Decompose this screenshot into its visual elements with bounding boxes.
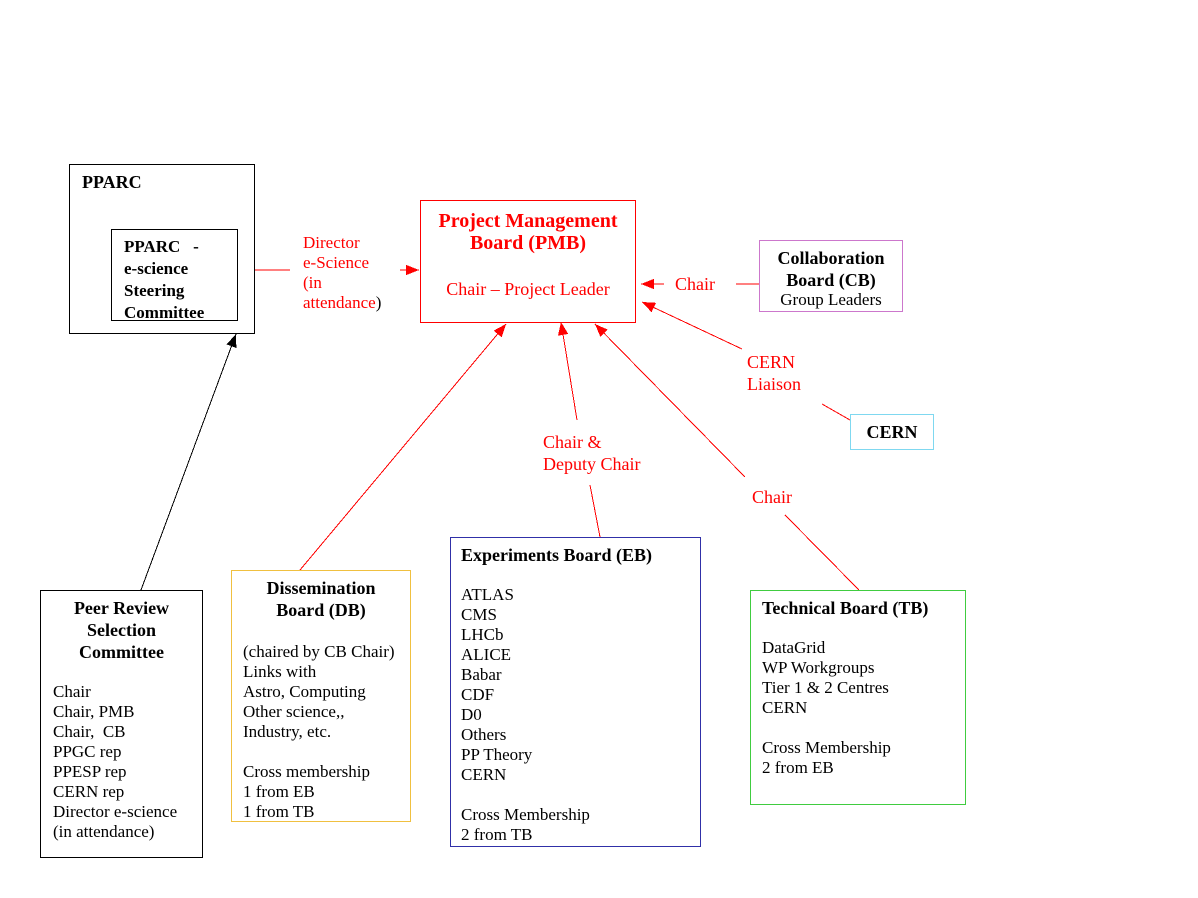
steering-committee-line: e-science xyxy=(124,259,189,278)
peer-review-title: Peer Review Selection Committee xyxy=(41,597,202,663)
director-label-line: (in xyxy=(303,273,322,292)
eb-cross-membership: 2 from TB xyxy=(461,825,533,844)
peer-review-member: Director e-science xyxy=(53,802,178,821)
tb-cross-membership: 2 from EB xyxy=(762,758,834,777)
eb-member: ATLAS xyxy=(461,585,514,604)
dissemination-board-title-line: Board (DB) xyxy=(276,600,366,620)
db-detail: Astro, Computing xyxy=(243,682,366,701)
dissemination-board-title: Dissemination Board (DB) xyxy=(232,577,410,621)
cern-liaison-label: CERN Liaison xyxy=(747,351,801,395)
steering-committee-text: PPARC - e-science Steering Committee xyxy=(124,236,204,324)
director-escience-label: Director e-Science (in attendance) xyxy=(303,233,381,313)
director-label-line: Director xyxy=(303,233,360,252)
eb-chair-label-line: Chair & xyxy=(543,432,602,452)
eb-member: LHCb xyxy=(461,625,504,644)
peer-review-member: Chair, PMB xyxy=(53,702,135,721)
tb-member: WP Workgroups xyxy=(762,658,875,677)
tb-member: DataGrid xyxy=(762,638,826,657)
pmb-box: Project Management Board (PMB) Chair – P… xyxy=(420,200,636,323)
eb-cross-membership: Cross Membership xyxy=(461,805,590,824)
cern-liaison-line xyxy=(821,403,851,421)
eb-member: D0 xyxy=(461,705,482,724)
tb-member: CERN xyxy=(762,698,808,717)
cb-chair-label: Chair xyxy=(675,274,715,294)
collaboration-board-title: Collaboration Board (CB) xyxy=(760,247,902,291)
pmb-chair: Chair – Project Leader xyxy=(446,279,610,299)
collaboration-board-title-line: Board (CB) xyxy=(786,270,876,290)
experiments-board-title: Experiments Board (EB) xyxy=(461,545,652,565)
eb-member: PP Theory xyxy=(461,745,533,764)
eb-arrow xyxy=(557,321,578,421)
peer-review-title-line: Committee xyxy=(79,642,164,662)
experiments-board-list: ATLAS CMS LHCb ALICE Babar CDF D0 Others… xyxy=(461,585,590,845)
eb-member: Babar xyxy=(461,665,502,684)
peer-review-arrow xyxy=(140,333,237,591)
cern-liaison-label-line: Liaison xyxy=(747,374,801,394)
dissemination-board-box: Dissemination Board (DB) (chaired by CB … xyxy=(231,570,411,822)
db-cross-membership: 1 from TB xyxy=(243,802,315,821)
peer-review-member: PPGC rep xyxy=(53,742,122,761)
pmb-title: Project Management Board (PMB) xyxy=(421,210,635,254)
steering-committee-line: Steering xyxy=(124,281,185,300)
pparc-title: PPARC xyxy=(82,172,142,192)
experiments-board-box: Experiments Board (EB) ATLAS CMS LHCb AL… xyxy=(450,537,701,847)
steering-committee-line: PPARC - xyxy=(124,237,199,256)
technical-board-box: Technical Board (TB) DataGrid WP Workgro… xyxy=(750,590,966,805)
eb-member: CDF xyxy=(461,685,495,704)
db-detail: Other science,, xyxy=(243,702,345,721)
steering-committee-line: Committee xyxy=(124,303,205,322)
peer-review-member: PPESP rep xyxy=(53,762,127,781)
peer-review-title-line: Peer Review xyxy=(73,598,170,618)
peer-review-list: Chair Chair, PMB Chair, CB PPGC rep PPES… xyxy=(53,682,177,842)
db-cross-membership: Cross membership xyxy=(243,762,371,781)
peer-review-member: Chair xyxy=(53,682,91,701)
db-detail: (chaired by CB Chair) xyxy=(243,642,395,661)
eb-member: CMS xyxy=(461,605,497,624)
pparc-box: PPARC PPARC - e-science Steering Committ… xyxy=(69,164,255,334)
tb-arrow xyxy=(594,323,746,478)
pmb-title-line: Project Management xyxy=(438,210,618,232)
eb-chair-label-line: Deputy Chair xyxy=(543,454,641,474)
peer-review-member: CERN rep xyxy=(53,782,125,801)
cern-liaison-arrow xyxy=(641,301,743,350)
cern-liaison-label-line: CERN xyxy=(747,352,796,372)
eb-chair-label: Chair & Deputy Chair xyxy=(543,431,640,475)
steering-committee-box: PPARC - e-science Steering Committee xyxy=(111,229,238,324)
db-detail: Industry, etc. xyxy=(243,722,332,741)
eb-member: Others xyxy=(461,725,507,744)
director-label-line: e-Science xyxy=(303,253,370,272)
eb-member: ALICE xyxy=(461,645,512,664)
peer-review-member: (in attendance) xyxy=(53,822,155,841)
director-label-text: attendance xyxy=(303,293,376,312)
dissemination-board-title-line: Dissemination xyxy=(266,578,376,598)
collaboration-board-title-line: Collaboration xyxy=(777,248,885,268)
technical-board-title: Technical Board (TB) xyxy=(762,598,929,618)
db-detail: Links with xyxy=(243,662,317,681)
peer-review-title-line: Selection xyxy=(87,620,156,640)
director-label-line: attendance) xyxy=(303,293,381,313)
dissemination-board-list: (chaired by CB Chair) Links with Astro, … xyxy=(243,642,395,822)
cern-title: CERN xyxy=(866,422,918,442)
tb-cross-membership: Cross Membership xyxy=(762,738,891,757)
peer-review-box: Peer Review Selection Committee Chair Ch… xyxy=(40,590,203,858)
collaboration-board-members: Group Leaders xyxy=(780,290,882,309)
collaboration-board-box: Collaboration Board (CB) Group Leaders xyxy=(759,240,903,312)
peer-review-member: Chair, CB xyxy=(53,722,126,741)
db-arrow xyxy=(299,323,507,571)
pmb-title-line: Board (PMB) xyxy=(469,232,587,254)
eb-chair-line xyxy=(589,484,601,538)
eb-member: CERN xyxy=(461,765,507,784)
tb-chair-line xyxy=(784,514,860,591)
cern-box: CERN xyxy=(850,414,934,450)
technical-board-list: DataGrid WP Workgroups Tier 1 & 2 Centre… xyxy=(762,638,891,778)
tb-member: Tier 1 & 2 Centres xyxy=(762,678,889,697)
db-cross-membership: 1 from EB xyxy=(243,782,315,801)
tb-chair-label: Chair xyxy=(752,487,792,507)
director-label-closing-paren: ) xyxy=(375,293,382,312)
